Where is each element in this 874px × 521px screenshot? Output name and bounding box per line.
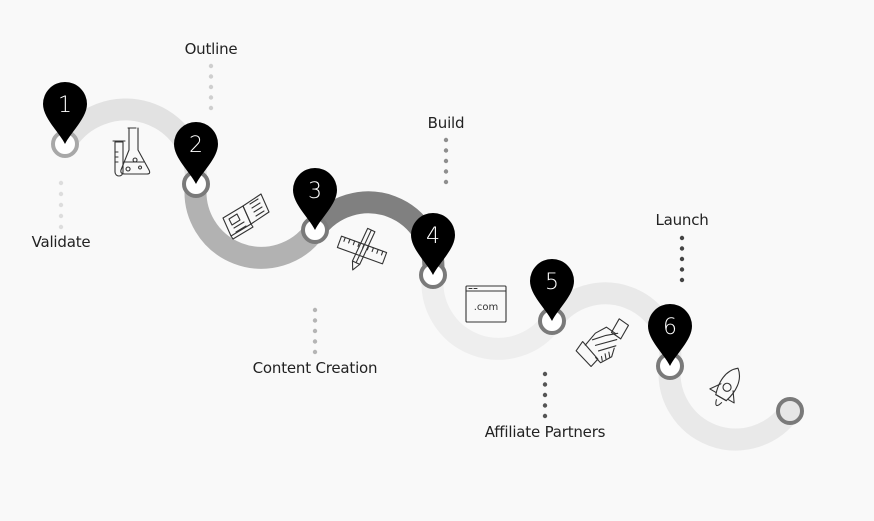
- leader-dot: [679, 256, 685, 262]
- leader-dot: [679, 235, 685, 241]
- leader-dot: [542, 382, 548, 387]
- leader-dot: [58, 202, 64, 208]
- leader-dot: [58, 213, 64, 219]
- leader-dot: [542, 413, 548, 419]
- map-pin-icon-4: 4: [411, 213, 455, 275]
- path-segment-2: [184, 182, 324, 269]
- leader-dot: [443, 137, 449, 143]
- path-segment-6: [658, 364, 800, 451]
- leader-dot: [208, 84, 214, 90]
- step-label-affiliate-partners: Affiliate Partners: [484, 423, 606, 441]
- leader-dot: [58, 224, 64, 230]
- pin-shape: [43, 82, 87, 144]
- pin-shape: [648, 304, 692, 366]
- pin-shape: [411, 213, 455, 275]
- leader-dot: [542, 371, 548, 377]
- step-label-validate: Validate: [31, 233, 91, 251]
- step-number: 1: [58, 93, 72, 118]
- map-pin-icon-1: 1: [43, 82, 87, 144]
- leader-dot: [208, 105, 214, 111]
- leader-dot: [679, 277, 685, 283]
- dotted-leader-1: [58, 180, 64, 230]
- leader-dot: [443, 148, 449, 153]
- step-number: 3: [308, 179, 322, 204]
- leader-dot: [312, 339, 318, 344]
- map-pin-icon-3: 3: [293, 168, 337, 230]
- dotted-leader-3: [312, 307, 318, 355]
- map-pin-icon-2: 2: [174, 122, 218, 184]
- dotted-leader-4: [443, 137, 449, 185]
- pin-shape: [530, 259, 574, 321]
- leader-dot: [679, 246, 685, 251]
- pencil: [351, 227, 376, 271]
- map-pin-icon-5: 5: [530, 259, 574, 321]
- ruler-pencil-icon: [336, 227, 388, 271]
- dotted-leader-5: [542, 371, 548, 419]
- flask-icon: [112, 127, 151, 177]
- path-segment-4: [421, 273, 561, 360]
- dotted-leader-2: [208, 63, 214, 111]
- leader-dot: [312, 328, 318, 334]
- leader-dot: [679, 267, 685, 272]
- end-node-ring: [776, 397, 804, 425]
- map-pin-icon-6: 6: [648, 304, 692, 366]
- leader-dot: [443, 158, 449, 164]
- leader-dot: [58, 191, 64, 197]
- step-label-content-creation: Content Creation: [252, 359, 378, 377]
- pin-shape: [293, 168, 337, 230]
- leader-dot: [208, 95, 214, 100]
- leader-dot: [58, 180, 64, 186]
- leader-dot: [208, 63, 214, 69]
- leader-dot: [312, 318, 318, 323]
- step-label-build: Build: [427, 114, 465, 132]
- leader-dot: [312, 349, 318, 355]
- leader-dot: [312, 307, 318, 313]
- step-number: 4: [426, 224, 440, 249]
- dotted-leader-6: [679, 235, 685, 283]
- rocket-icon: [709, 367, 741, 407]
- leader-dot: [443, 179, 449, 185]
- domain-browser-icon: .com: [465, 285, 507, 323]
- step-number: 5: [545, 270, 559, 295]
- step-label-launch: Launch: [655, 211, 709, 229]
- pin-shape: [174, 122, 218, 184]
- handshake-icon: [575, 318, 630, 367]
- step-label-outline: Outline: [184, 40, 238, 58]
- leader-dot: [542, 392, 548, 398]
- domain-text: .com: [474, 302, 499, 313]
- step-number: 2: [189, 133, 203, 158]
- leader-dot: [208, 74, 214, 79]
- open-book-icon: [222, 193, 270, 240]
- step-number: 6: [663, 315, 677, 340]
- leader-dot: [542, 403, 548, 408]
- leader-dot: [443, 169, 449, 174]
